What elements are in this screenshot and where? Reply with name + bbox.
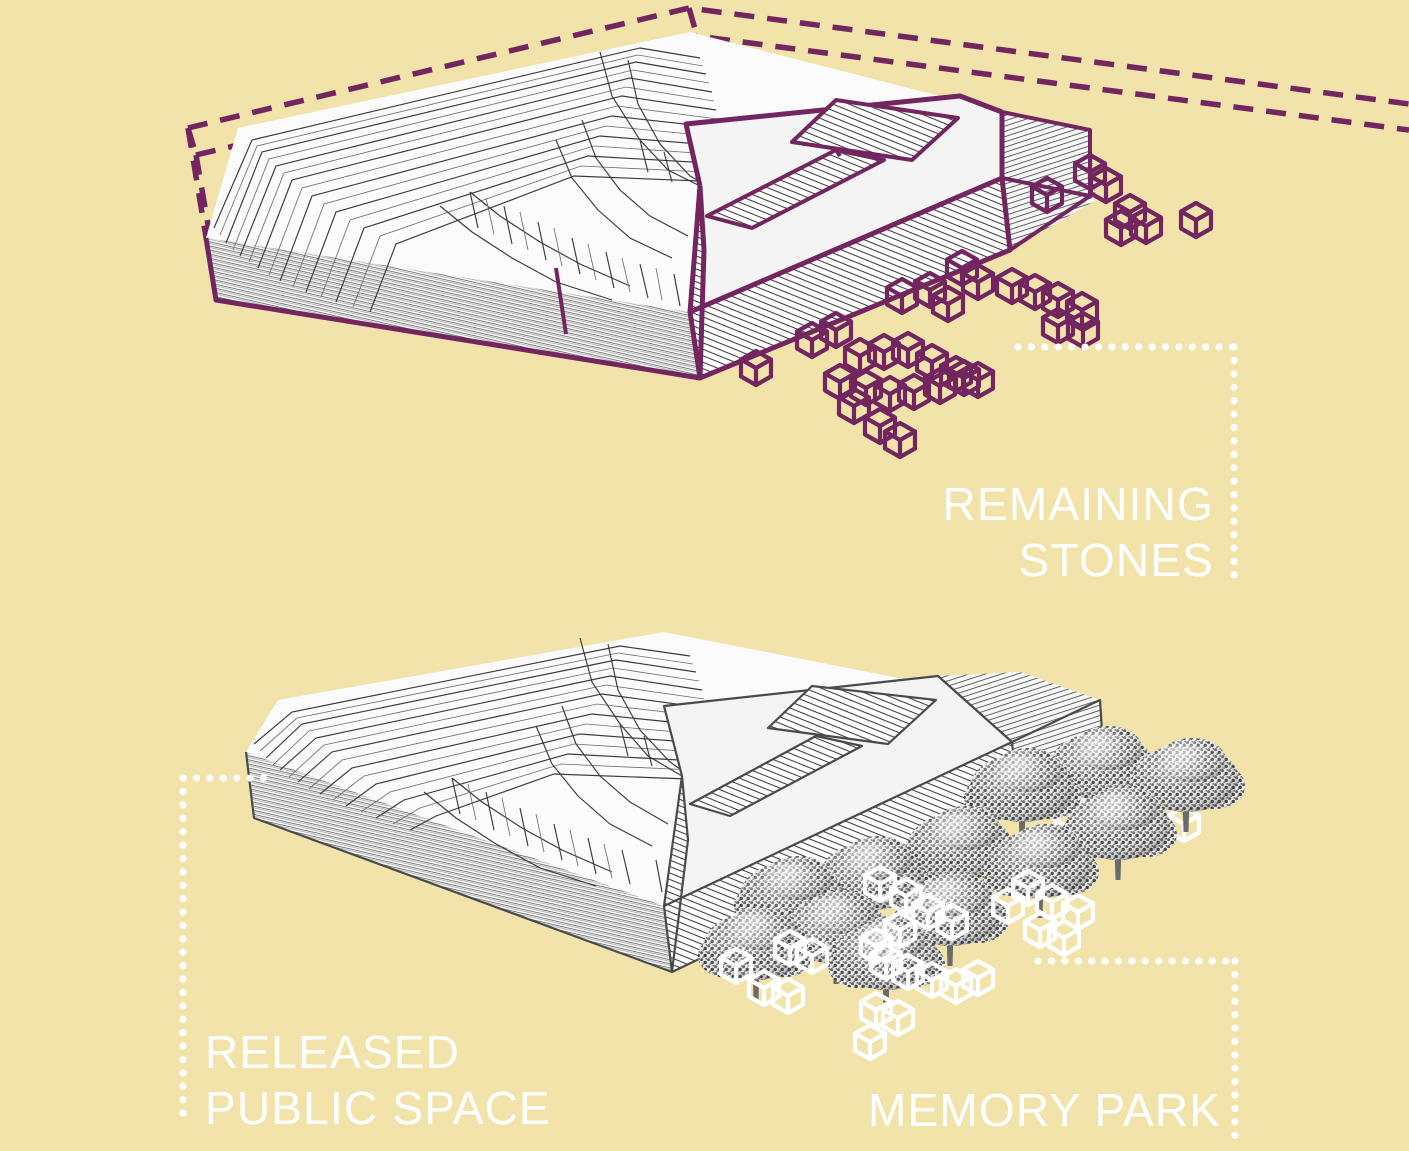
lower-courtyard-void-upper [768, 686, 936, 744]
lower-building-facade-end [938, 672, 1100, 742]
courtyard-void-lower [707, 150, 884, 228]
released-public-space-label-line1: RELEASED [205, 1026, 460, 1078]
courtyard-void-upper [792, 100, 958, 160]
upper-model-group [185, 5, 1409, 457]
building-facade-right [1002, 112, 1090, 196]
base-side-left [206, 238, 700, 378]
remaining-stones-label-line1: REMAINING [943, 478, 1214, 530]
memory-park-annotation: MEMORY PARK [868, 957, 1239, 1150]
memory-park-label: MEMORY PARK [868, 1084, 1221, 1136]
lower-model-group [244, 632, 1246, 1059]
building-facade-front [690, 178, 1010, 378]
remaining-stones-label-line2: STONES [1018, 534, 1214, 586]
remaining-stones-annotation: REMAINING STONES [943, 343, 1238, 586]
lower-building-roof [664, 676, 1012, 906]
lower-courtyard-voids [688, 684, 938, 818]
released-public-space-label-line2: PUBLIC SPACE [205, 1082, 551, 1134]
released-public-space-annotation: RELEASED PUBLIC SPACE [179, 774, 551, 1134]
building-facade-right2 [1002, 178, 1096, 250]
lower-courtyard-void-lower [690, 736, 862, 816]
courtyard-voids [705, 98, 960, 230]
lower-base-side-left [246, 752, 672, 972]
